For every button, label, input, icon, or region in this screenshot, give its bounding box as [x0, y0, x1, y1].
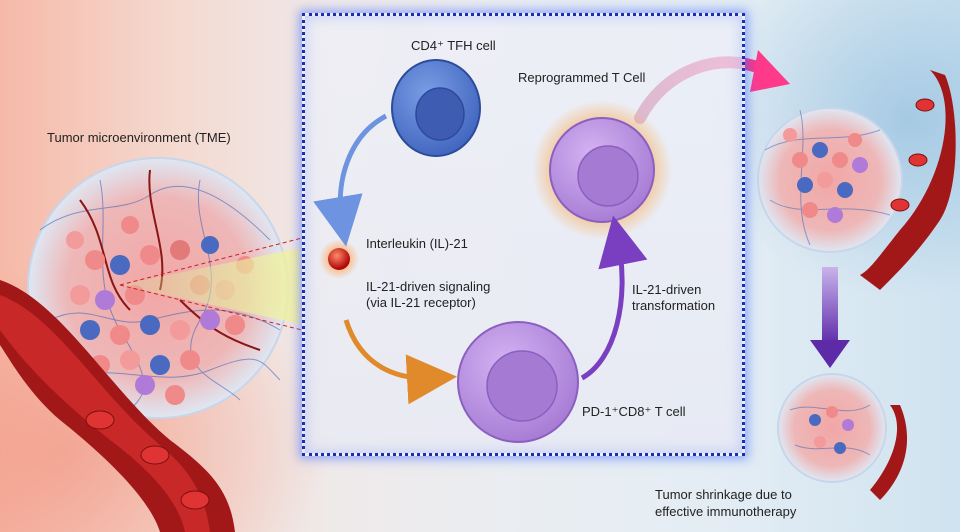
signaling-label-line1: IL-21-driven signaling [366, 279, 491, 294]
pd1-cd8-label: PD-1⁺CD8⁺ T cell [582, 404, 686, 419]
purple-arrow-cd8-to-reprogrammed [580, 215, 648, 381]
down-arrow-shaft [822, 267, 838, 345]
tme-label: Tumor microenvironment (TME) [47, 130, 231, 145]
il21-label: Interleukin (IL)-21 [366, 236, 468, 251]
signaling-label-line2: (via IL-21 receptor) [366, 295, 476, 310]
shrinkage-label-line1: Tumor shrinkage due to [655, 487, 792, 502]
zoom-guide-top [119, 237, 303, 286]
reprogrammed-t-cell [532, 100, 672, 240]
il21-molecule [319, 239, 359, 279]
reprogrammed-label: Reprogrammed T Cell [518, 70, 646, 85]
red-blood-cell [85, 410, 115, 430]
red-blood-cell [140, 445, 170, 465]
cd4-tfh-label: CD4⁺ TFH cell [411, 38, 496, 53]
magenta-arrowhead [750, 50, 790, 92]
tme-illustration [0, 157, 303, 532]
transformation-label-line1: IL-21-driven [632, 282, 702, 297]
blue-arrow-tfh-to-il21 [313, 113, 388, 247]
shrunken-vessel [870, 405, 908, 500]
cd4-tfh-cell [391, 59, 481, 157]
treated-tme-illustration [757, 70, 956, 290]
pd1-cd8-t-cell [457, 321, 579, 443]
zoom-guide-bottom [119, 284, 303, 331]
shrunken-tumor-illustration [777, 373, 908, 500]
red-blood-cell [180, 490, 210, 510]
down-arrow-head [810, 340, 850, 368]
transformation-label-line2: transformation [632, 298, 716, 313]
shrinkage-label-line2: effective immunotherapy [655, 504, 797, 519]
orange-arrow-il21-to-cd8 [343, 319, 457, 405]
treated-vessel [860, 70, 956, 290]
zoom-beam [120, 248, 300, 324]
